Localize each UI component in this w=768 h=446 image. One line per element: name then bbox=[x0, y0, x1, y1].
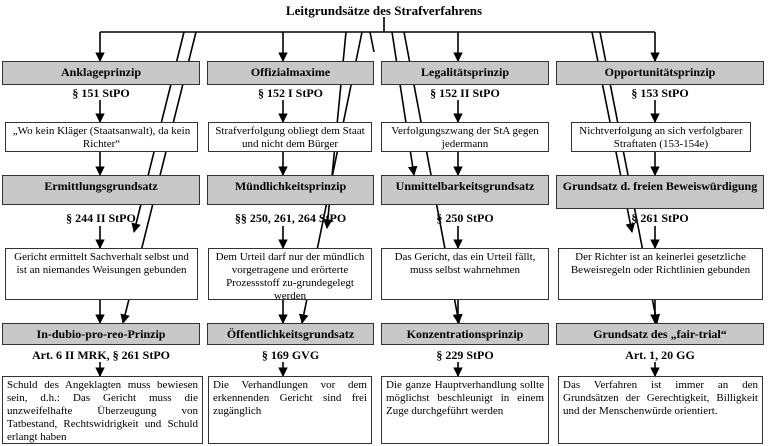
text-anklageprinzip: „Wo kein Kläger (Staatsanwalt), da kein … bbox=[5, 122, 198, 152]
law-ref-ermittlungsgrundsatz: § 244 II StPO bbox=[66, 211, 136, 225]
heading-in-dubio-pro-reo: In-dubio-pro-reo-Prinzip bbox=[2, 323, 200, 345]
law-ref-anklageprinzip: § 151 StPO bbox=[72, 86, 130, 100]
text-offizialmaxime: Strafverfolgung obliegt dem Staat und ni… bbox=[208, 122, 372, 152]
text-oeffentlichkeitsgrundsatz: Die Verhandlungen vor dem erkennenden Ge… bbox=[208, 376, 372, 444]
heading-konzentrationsprinzip: Konzentrationsprinzip bbox=[381, 323, 549, 345]
heading-legalitaetsprinzip: Legalitätsprinzip bbox=[381, 61, 549, 85]
heading-unmittelbarkeitsgrundsatz: Unmittelbarkeitsgrundsatz bbox=[381, 175, 549, 205]
text-in-dubio-pro-reo: Schuld des Angeklagten muss bewiesen sei… bbox=[2, 376, 203, 444]
law-ref-unmittelbarkeitsgrundsatz: § 250 StPO bbox=[436, 211, 494, 225]
law-ref-opportunitaetsprinzip: § 153 StPO bbox=[631, 86, 689, 100]
law-ref-fair-trial: Art. 1, 20 GG bbox=[625, 348, 695, 362]
diagram-title: Leitgrundsätze des Strafverfahrens bbox=[285, 3, 483, 18]
text-legalitaetsprinzip: Verfolgungszwang der StA gegen jedermann bbox=[381, 122, 549, 152]
law-ref-oeffentlichkeitsgrundsatz: § 169 GVG bbox=[261, 348, 320, 362]
heading-muendlichkeitsprinzip: Mündlichkeitsprinzip bbox=[207, 175, 374, 205]
text-unmittelbarkeitsgrundsatz: Das Gericht, das ein Urteil fällt, muss … bbox=[381, 248, 549, 300]
law-ref-in-dubio-pro-reo: Art. 6 II MRK, § 261 StPO bbox=[32, 348, 170, 362]
law-ref-freie-beweiswuerdigung: § 261 StPO bbox=[631, 211, 689, 225]
heading-fair-trial: Grundsatz des „fair-trial“ bbox=[556, 323, 764, 345]
text-muendlichkeitsprinzip: Dem Urteil darf nur der mündlich vorgetr… bbox=[208, 248, 372, 302]
heading-offizialmaxime: Offizialmaxime bbox=[207, 61, 374, 85]
heading-freie-beweiswuerdigung: Grundsatz d. freien Beweiswürdigung bbox=[556, 175, 764, 209]
text-freie-beweiswuerdigung: Der Richter ist an keinerlei gesetzliche… bbox=[558, 248, 763, 300]
text-konzentrationsprinzip: Die ganze Hauptverhandlung sollte möglic… bbox=[381, 376, 549, 444]
heading-anklageprinzip: Anklageprinzip bbox=[2, 61, 200, 85]
text-opportunitaetsprinzip: Nichtverfolgung an sich verfolgbarer Str… bbox=[571, 122, 751, 152]
heading-ermittlungsgrundsatz: Ermittlungsgrundsatz bbox=[2, 175, 200, 205]
law-ref-konzentrationsprinzip: § 229 StPO bbox=[436, 348, 494, 362]
heading-opportunitaetsprinzip: Opportunitätsprinzip bbox=[556, 61, 764, 85]
text-fair-trial: Das Verfahren ist immer an den Grundsätz… bbox=[558, 376, 763, 444]
law-ref-muendlichkeitsprinzip: §§ 250, 261, 264 StPO bbox=[234, 211, 347, 225]
law-ref-legalitaetsprinzip: § 152 II StPO bbox=[430, 86, 500, 100]
law-ref-offizialmaxime: § 152 I StPO bbox=[257, 86, 323, 100]
heading-oeffentlichkeitsgrundsatz: Öffentlichkeitsgrundsatz bbox=[207, 323, 374, 345]
text-ermittlungsgrundsatz: Gericht ermittelt Sachverhalt selbst und… bbox=[5, 248, 198, 300]
